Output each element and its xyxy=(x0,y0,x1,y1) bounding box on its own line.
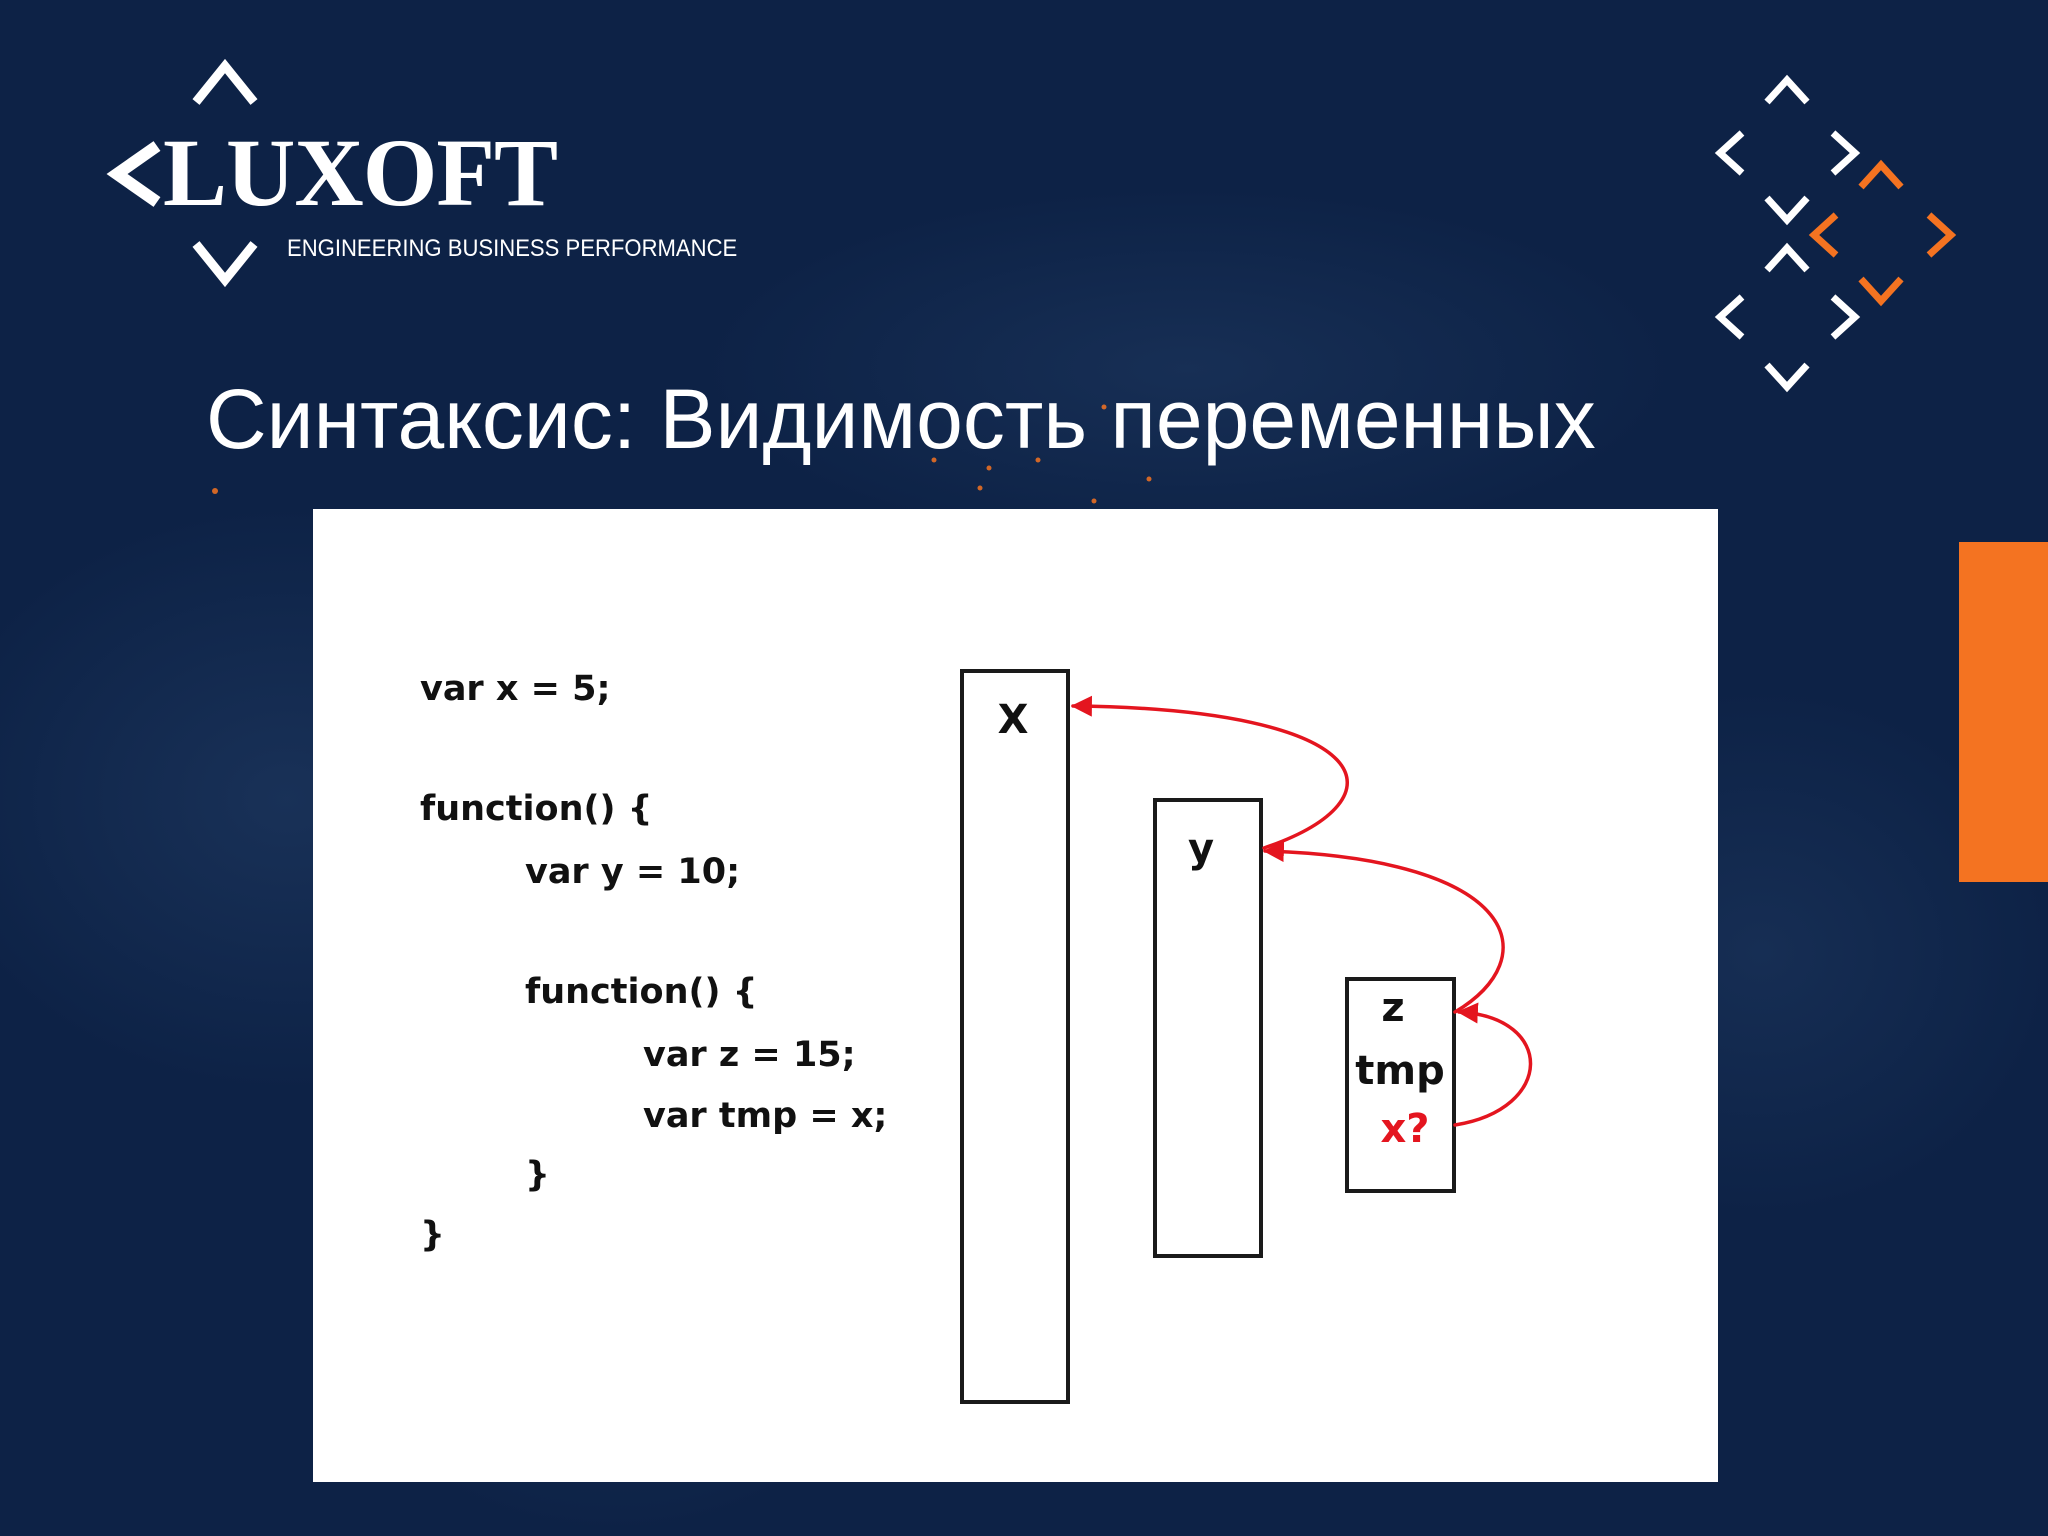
code-line: } xyxy=(420,1215,445,1255)
scope-label: tmp xyxy=(1355,1048,1444,1094)
chevron-left-icon xyxy=(106,141,161,207)
code-line: function() { xyxy=(420,789,653,829)
scope-label-unresolved: x? xyxy=(1380,1106,1429,1152)
scope-label: z xyxy=(1381,985,1404,1031)
code-line: } xyxy=(525,1155,550,1195)
chevron-down-icon xyxy=(1764,362,1810,393)
chevron-down-icon xyxy=(1858,276,1904,307)
code-line: function() { xyxy=(525,972,758,1012)
scope-chain: X y z tmp x? xyxy=(960,669,1533,1404)
chevron-up-icon xyxy=(192,58,258,105)
code-line: var x = 5; xyxy=(420,669,611,709)
chevron-left-icon xyxy=(1714,294,1745,340)
chevron-right-icon xyxy=(1926,212,1957,258)
scope-chain-arrow-icon xyxy=(1070,695,1350,850)
scope-box-inner-function xyxy=(1345,977,1456,1193)
code-line: var z = 15; xyxy=(643,1035,856,1075)
slide-title: Синтаксис: Видимость переменных xyxy=(206,372,1596,466)
chevron-right-icon xyxy=(1830,130,1861,176)
scope-chain-arrow-icon xyxy=(1262,841,1505,1014)
scope-chain-arrow-icon xyxy=(1453,1002,1533,1127)
scope-box-global xyxy=(960,669,1070,1404)
chevron-grid-icon xyxy=(1714,74,1957,393)
chevron-left-icon xyxy=(1808,212,1839,258)
scope-box-outer-function xyxy=(1153,798,1263,1258)
scope-label: X xyxy=(998,697,1029,743)
map-dots xyxy=(212,404,1152,504)
chevron-left-icon xyxy=(1714,130,1745,176)
chevron-up-icon xyxy=(1764,74,1810,105)
chevron-up-icon xyxy=(1764,242,1810,273)
chevron-right-icon xyxy=(1830,294,1861,340)
logo-chevrons xyxy=(106,58,258,288)
scope-label: y xyxy=(1188,826,1214,872)
logo-wordmark: LUXOFT xyxy=(163,119,558,226)
scope-diagram: var x = 5; function() { var y = 10; func… xyxy=(313,509,1718,1482)
code-line: var tmp = x; xyxy=(643,1096,888,1136)
accent-bar xyxy=(1959,542,2048,882)
chevron-up-icon xyxy=(1858,159,1904,190)
code-line: var y = 10; xyxy=(525,852,741,892)
chevron-down-icon xyxy=(1764,195,1810,226)
logo-tagline: ENGINEERING BUSINESS PERFORMANCE xyxy=(287,235,738,262)
chevron-down-icon xyxy=(192,241,258,288)
